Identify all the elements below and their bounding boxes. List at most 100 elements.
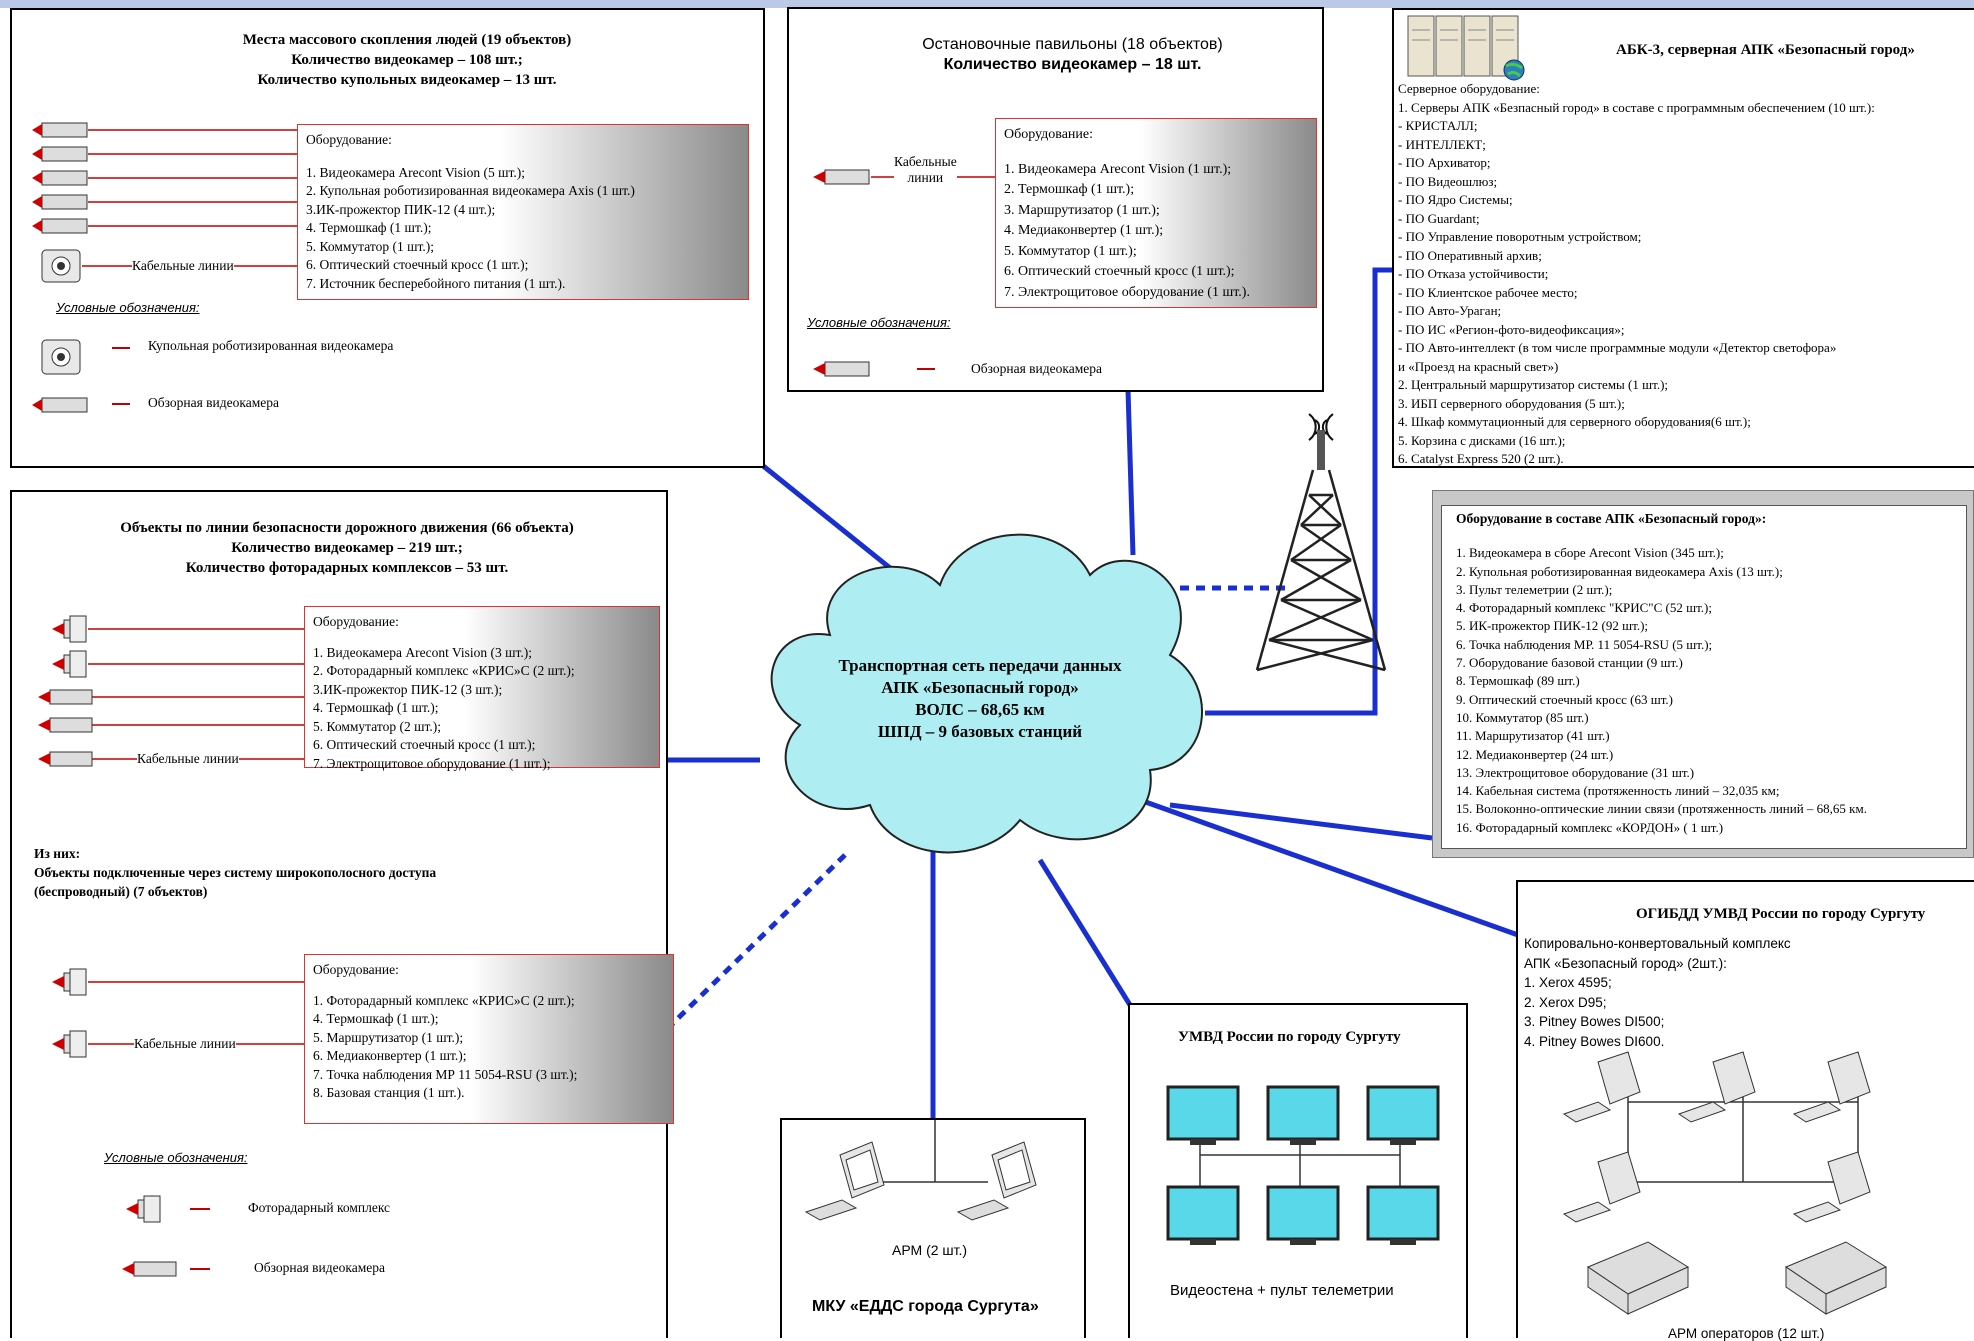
equipment-total-item: 10. Коммутатор (85 шт.) [1456,709,1589,725]
title-line: Остановочные павильоны (18 объектов) [922,36,1223,53]
abk-item: 4. Шкаф коммутационный для серверного об… [1398,414,1751,429]
equipment-total-item: 12. Медиаконвертер (24 шт.) [1456,746,1614,762]
equipment-item: 8. Базовая станция (1 шт.). [313,1085,465,1100]
title-line: Количество фоторадарных комплексов – 53 … [185,560,509,576]
dome-camera-icon [41,249,81,283]
video-wall-icon [1166,1085,1440,1245]
equipment-item: 1. Видеокамера Arecont Vision (1 шт.); [1004,161,1232,177]
abk-item: - ПО Авто-Ураган; [1398,303,1502,318]
legend-title: Условные обозначения: [56,300,200,315]
equipment-total-item: 11. Маршрутизатор (41 шт.) [1456,728,1610,744]
link-abk [1205,267,1392,716]
computer-icon [956,1141,1037,1221]
equipment-total-item: 3. Пульт телеметрии (2 шт.); [1456,581,1613,597]
equipment-item: 7. Электрощитовое оборудование (1 шт.). [1004,284,1250,300]
photoradar-icon [52,615,87,678]
note-line: Из них: [34,846,81,861]
wireless-objects-note: Из них: Объекты подключенные через систе… [34,844,436,901]
equipment-total-item: 6. Точка наблюдения МР. 11 5054-RSU (5 ш… [1456,636,1713,652]
cable-lines-label: Кабельные линии [134,1036,236,1052]
abk-item: 2. Центральный маршрутизатор системы (1 … [1398,377,1669,392]
equipment-item: 5. Маршрутизатор (1 шт.); [313,1029,464,1045]
servers-icon [1407,15,1525,81]
link-equipment [1169,802,1433,841]
equipment-total-item: 16. Фоторадарный комплекс «КОРДОН» ( 1 ш… [1456,819,1724,835]
ogibdd-line: Копировально-конвертовальный комплекс [1524,936,1791,951]
legend-item: Фоторадарный комплекс [248,1200,391,1215]
legend-overview-camera-icon [813,361,935,377]
equipment-item: 6. Оптический стоечный кросс (1 шт.); [313,737,536,752]
equipment-heading: Оборудование: [306,132,392,147]
equipment-item: 2. Фоторадарный комплекс «КРИС»С (2 шт.)… [313,663,575,678]
abk-item: - ПО Авто-интеллект (в том числе програм… [1398,340,1837,355]
abk-item: - КРИСТАЛЛ; [1398,118,1478,133]
equipment-item: 4. Термошкаф (1 шт.); [306,220,432,235]
monitor-icon [1166,1085,1440,1241]
abk-item: - ПО Видеошлюз; [1398,173,1498,189]
equipment-item: 3.ИК-прожектор ПИК-12 (3 шт.); [313,681,503,697]
road-safety-title: Объекты по линии безопасности дорожного … [12,518,682,578]
link-top-mid [1125,389,1136,556]
equipment-item: 3. Маршрутизатор (1 шт.); [1004,202,1160,218]
equipment-total-item: 8. Термошкаф (89 шт.) [1456,673,1580,689]
equipment-total-item: 2. Купольная роботизированная видеокамер… [1456,563,1783,579]
equipment-item: 2. Термошкаф (1 шт.); [1004,182,1135,197]
equipment-item: 5. Коммутатор (1 шт.); [306,238,434,254]
link-wireless-dashed [664,853,847,1032]
road-safety-cables [38,615,304,1277]
ogibdd-line: 4. Pitney Bowes DI600. [1524,1033,1665,1049]
equipment-heading: Оборудование: [313,962,399,977]
mass-gathering-cables [32,122,297,413]
equipment-item: 4. Термошкаф (1 шт.); [313,1011,439,1026]
umvd-title: УМВД России по городу Сургуту [1178,1029,1401,1045]
abk-item: 1. Серверы АПК «Безпасный город» в соста… [1398,99,1875,115]
title-line: Количество видеокамер – 219 шт.; [231,540,463,556]
title-line: Количество купольных видеокамер – 13 шт. [257,72,557,88]
equipment-total-item: 14. Кабельная система (протяженность лин… [1456,783,1780,799]
equipment-total-list: Оборудование в составе АПК «Безопасный г… [1441,505,1967,849]
equipment-item: 3.ИК-прожектор ПИК-12 (4 шт.); [306,201,496,217]
note-line: Объекты подключенные через систему широк… [34,865,437,880]
bus-stops-cables [813,169,995,377]
legend-overview-camera-icon [122,1261,177,1277]
equipment-item: 2. Купольная роботизированная видеокамер… [306,183,635,198]
cable-lines-label: Кабельные линии [894,154,957,186]
ogibdd-line: 1. Xerox 4595; [1524,975,1612,990]
cable-label-line: Кабельные [894,154,957,169]
abk-item: и «Проезд на красный свет») [1398,358,1559,374]
legend-item: Купольная роботизированная видеокамера [148,338,394,353]
computer-icon [1562,1051,1871,1223]
legend-item: Обзорная видеокамера [254,1260,386,1275]
abk-equipment-list: Серверное оборудование: 1. Серверы АПК «… [1398,80,1875,469]
abk-item: - ПО Оперативный архив; [1398,247,1542,263]
equipment-heading: Оборудование: [313,614,399,629]
equipment-total-panel: Оборудование в составе АПК «Безопасный г… [1432,490,1974,858]
note-line: (беспроводный) (7 объектов) [34,884,208,899]
abk-server-panel: АБК-3, серверная АПК «Безопасный город» … [1392,8,1974,468]
equipment-total-item: 5. ИК-прожектор ПИК-12 (92 шт.); [1456,618,1649,634]
link-umvd [1037,858,1133,1007]
road-safety-panel: Объекты по линии безопасности дорожного … [10,490,674,1338]
title-line: Количество видеокамер – 18 шт. [943,56,1202,73]
photoradar-icon [52,968,87,1058]
equipment-item: 5. Коммутатор (2 шт.); [313,718,441,734]
mku-title: МКУ «ЕДДС города Сургута» [812,1298,1039,1315]
abk-item: 5. Корзина с дисками (16 шт.); [1398,432,1566,448]
mass-gathering-title: Места массового скопления людей (19 объе… [12,30,802,90]
abk-item: - ПО Guardant; [1398,210,1480,226]
ogibdd-title: ОГИБДД УМВД России по городу Сургуту [1636,906,1926,922]
abk-item: 3. ИБП серверного оборудования (5 шт.); [1398,395,1625,411]
top-bar [0,0,1974,8]
cloud-line: ВОЛС – 68,65 км [915,700,1045,719]
equipment-item: 7. Электрощитовое оборудование (1 шт.); [313,755,551,771]
title-line: Количество видеокамер – 108 шт.; [291,52,523,68]
cloud-line: Транспортная сеть передачи данных [838,656,1122,675]
mass-gathering-panel: Места массового скопления людей (19 объе… [10,8,765,468]
equipment-total-item: 4. Фоторадарный комплекс "КРИС"С (52 шт.… [1456,600,1713,616]
ogibdd-line: АПК «Безопасный город» (2шт.): [1524,955,1727,971]
legend-item: Обзорная видеокамера [148,395,280,410]
operators-caption: АРМ операторов (12 шт.) [1668,1326,1825,1341]
ogibdd-description: Копировально-конвертовальный комплекс АП… [1524,934,1791,1051]
equipment-item: 5. Коммутатор (1 шт.); [1004,243,1137,259]
equipment-item: 4. Медиаконвертер (1 шт.); [1004,223,1164,238]
